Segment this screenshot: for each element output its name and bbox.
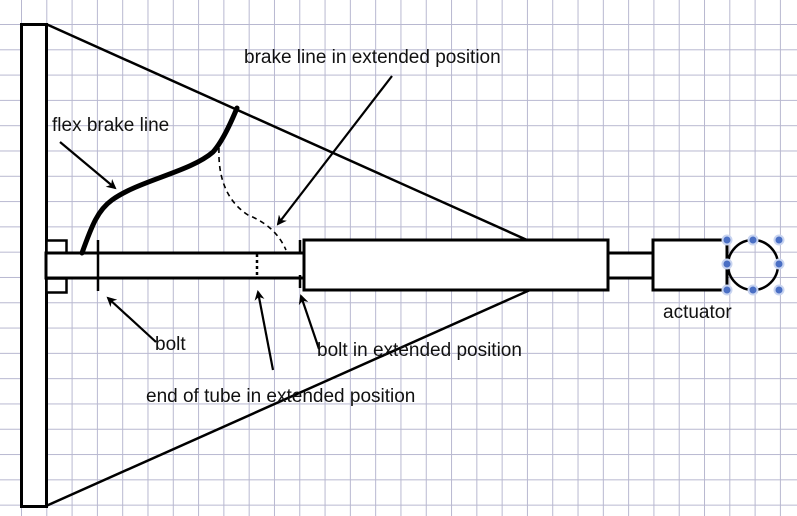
selection-handle[interactable] xyxy=(773,234,785,246)
actuator-rod[interactable] xyxy=(606,251,655,280)
bracket-bottom[interactable] xyxy=(45,277,68,294)
label-flex-brake-line: flex brake line xyxy=(52,115,169,136)
selection-handle[interactable] xyxy=(747,234,759,246)
actuator-box[interactable] xyxy=(651,238,729,292)
flex-brake-line[interactable] xyxy=(79,105,240,256)
selection-handle[interactable] xyxy=(773,258,785,270)
selection-handle[interactable] xyxy=(747,284,759,296)
mount-plate[interactable] xyxy=(20,23,48,508)
label-actuator: actuator xyxy=(663,302,732,323)
selection-handles[interactable] xyxy=(721,234,785,296)
label-brake-line-extended: brake line in extended position xyxy=(244,47,501,68)
cylinder-body[interactable] xyxy=(302,238,610,292)
label-tube-end-extended: end of tube in extended position xyxy=(146,386,415,407)
upper-support-line[interactable] xyxy=(45,22,528,242)
lower-support-line[interactable] xyxy=(45,288,531,508)
tube[interactable] xyxy=(44,251,306,280)
label-bolt-extended: bolt in extended position xyxy=(317,340,522,361)
selection-handle[interactable] xyxy=(721,284,733,296)
arrow-bolt xyxy=(106,296,157,343)
brake-line-extended[interactable] xyxy=(218,147,287,251)
selection-handle[interactable] xyxy=(721,234,733,246)
arrow-tube-end xyxy=(254,290,275,371)
label-bolt: bolt xyxy=(155,334,186,355)
selection-handle[interactable] xyxy=(773,284,785,296)
selection-handle[interactable] xyxy=(721,258,733,270)
arrow-bolt-extended xyxy=(298,294,321,350)
actuator-circle[interactable] xyxy=(726,238,780,292)
arrow-flex-brake-line xyxy=(59,141,117,190)
arrow-brake-line-extended xyxy=(276,75,393,226)
